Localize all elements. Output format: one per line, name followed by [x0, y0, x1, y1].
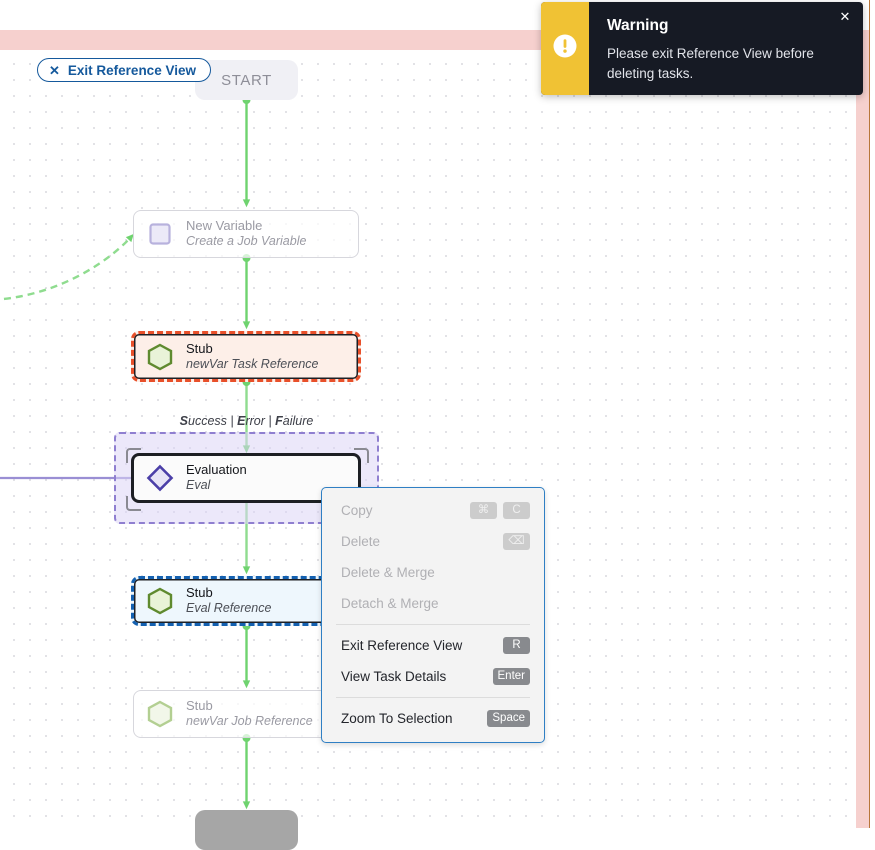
task-node-title: Stub: [186, 585, 213, 601]
context-menu-item-delete-and-merge: Delete & Merge: [322, 557, 544, 588]
task-node-title: Stub: [186, 340, 213, 356]
exit-reference-view-label: Exit Reference View: [67, 62, 196, 78]
context-menu-separator: [336, 624, 530, 625]
task-node-title: New Variable: [186, 218, 263, 234]
context-menu-separator: [336, 697, 530, 698]
exclamation-circle-icon: [552, 33, 578, 64]
right-edge-border: [869, 0, 875, 828]
selection-handle-top-left[interactable]: [126, 448, 141, 463]
context-menu-item-label: Delete & Merge: [341, 565, 435, 580]
warning-toast: Warning Please exit Reference View befor…: [541, 2, 863, 95]
toast-message: Please exit Reference View before deleti…: [607, 46, 814, 81]
edge-condition-label: Success | Error | Failure: [179, 414, 314, 428]
task-node-subtitle: Eval Reference: [186, 601, 272, 616]
context-menu-item-label: Delete: [341, 534, 381, 549]
right-pink-band: [856, 30, 870, 828]
toast-title: Warning: [607, 17, 669, 34]
keyboard-shortcut: ⌫: [503, 533, 530, 550]
close-x-icon: ✕: [49, 62, 60, 78]
hexagon-stub-icon: [146, 700, 174, 728]
context-menu-item-label: Zoom To Selection: [341, 711, 453, 726]
keyboard-shortcut: Space: [487, 710, 530, 727]
shortcut-key: C: [503, 502, 530, 519]
shortcut-key: R: [503, 637, 530, 654]
context-menu-item-zoom-to-selection[interactable]: Zoom To Selection Space: [322, 703, 544, 734]
selection-handle-top-right[interactable]: [354, 448, 369, 463]
shortcut-key: Enter: [492, 668, 530, 685]
context-menu-item-exit-reference-view[interactable]: Exit Reference View R: [322, 630, 544, 661]
start-node-label: START: [221, 71, 272, 89]
context-menu-item-view-task-details[interactable]: View Task Details Enter: [322, 661, 544, 692]
context-menu-item-label: Exit Reference View: [341, 638, 463, 653]
task-node-subtitle: Create a Job Variable: [186, 234, 307, 249]
keyboard-shortcut: R: [503, 637, 530, 654]
keyboard-shortcut: ⌘C: [470, 502, 530, 519]
context-menu-item-detach-and-merge: Detach & Merge: [322, 588, 544, 619]
toast-body: Warning Please exit Reference View befor…: [589, 2, 863, 95]
context-menu-item-label: View Task Details: [341, 669, 447, 684]
context-menu-item-label: Detach & Merge: [341, 596, 439, 611]
diamond-evaluation-icon: [146, 464, 174, 492]
square-variable-icon: [146, 220, 174, 248]
task-node-title: Stub: [186, 698, 213, 714]
task-node-title: Evaluation: [186, 462, 247, 478]
keyboard-shortcut: Enter: [492, 668, 530, 685]
exit-reference-view-button[interactable]: ✕ Exit Reference View: [37, 58, 211, 82]
task-node-subtitle: Eval: [186, 478, 211, 493]
shortcut-key: ⌘: [470, 502, 497, 519]
start-node[interactable]: START: [195, 60, 298, 100]
task-node-subtitle: newVar Job Reference: [186, 714, 313, 729]
context-menu-item-label: Copy: [341, 503, 373, 518]
task-node-subtitle: newVar Task Reference: [186, 356, 319, 371]
shortcut-key: Space: [487, 710, 530, 727]
hexagon-stub-icon: [146, 587, 174, 615]
task-node-new-variable[interactable]: New Variable Create a Job Variable: [133, 210, 359, 258]
hexagon-stub-icon: [146, 343, 174, 371]
selection-handle-bottom-left[interactable]: [126, 496, 141, 511]
toast-accent-bar: [541, 2, 589, 95]
task-node-stub-task-reference[interactable]: Stub newVar Task Reference: [131, 331, 361, 382]
shortcut-key: ⌫: [503, 533, 530, 550]
context-menu-item-delete: Delete ⌫: [322, 526, 544, 557]
close-x-icon[interactable]: ✕: [839, 8, 851, 24]
context-menu-item-copy: Copy⌘C: [322, 495, 544, 526]
end-node[interactable]: [195, 810, 298, 850]
